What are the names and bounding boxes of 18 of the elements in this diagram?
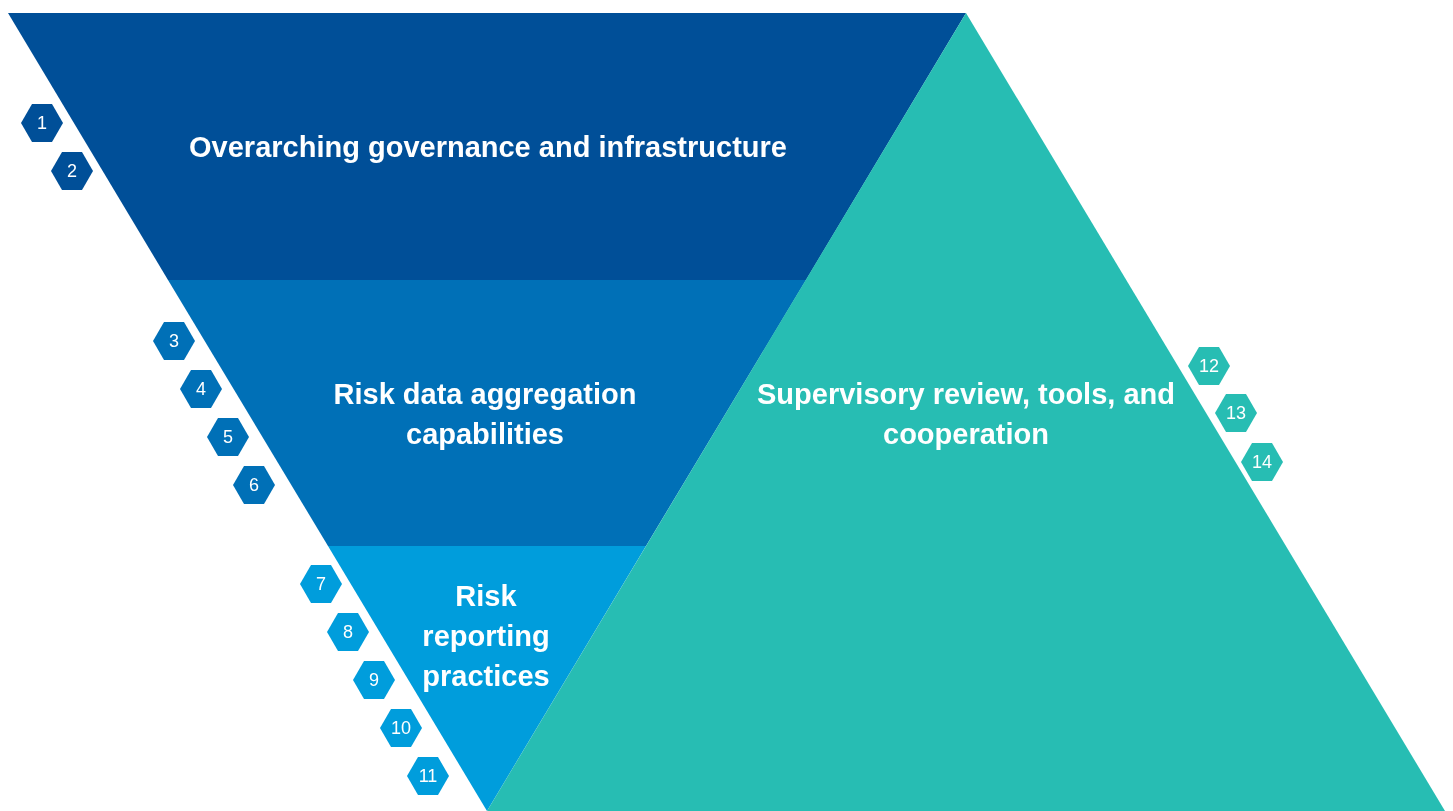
section-title: Overarching governance and infrastructure	[188, 130, 788, 165]
callout-number: 6	[248, 475, 260, 495]
callout-number: 12	[1198, 356, 1220, 376]
callout-number: 11	[417, 766, 439, 786]
callout-number: 3	[168, 331, 180, 351]
section-title: Risk data aggregation capabilities	[332, 377, 638, 452]
section-title: Supervisory review, tools, and cooperation	[756, 377, 1176, 452]
callout-number: 8	[342, 622, 354, 642]
callout-number: 13	[1225, 403, 1247, 423]
callout-number: 9	[368, 670, 380, 690]
section-title: Risk reporting practices	[421, 579, 551, 694]
callout-number: 7	[315, 574, 327, 594]
callout-number: 4	[195, 379, 207, 399]
callout-number: 1	[36, 113, 48, 133]
callout-number: 10	[390, 718, 412, 738]
callout-number: 2	[66, 161, 78, 181]
callout-number: 14	[1251, 452, 1273, 472]
callout-number: 5	[222, 427, 234, 447]
